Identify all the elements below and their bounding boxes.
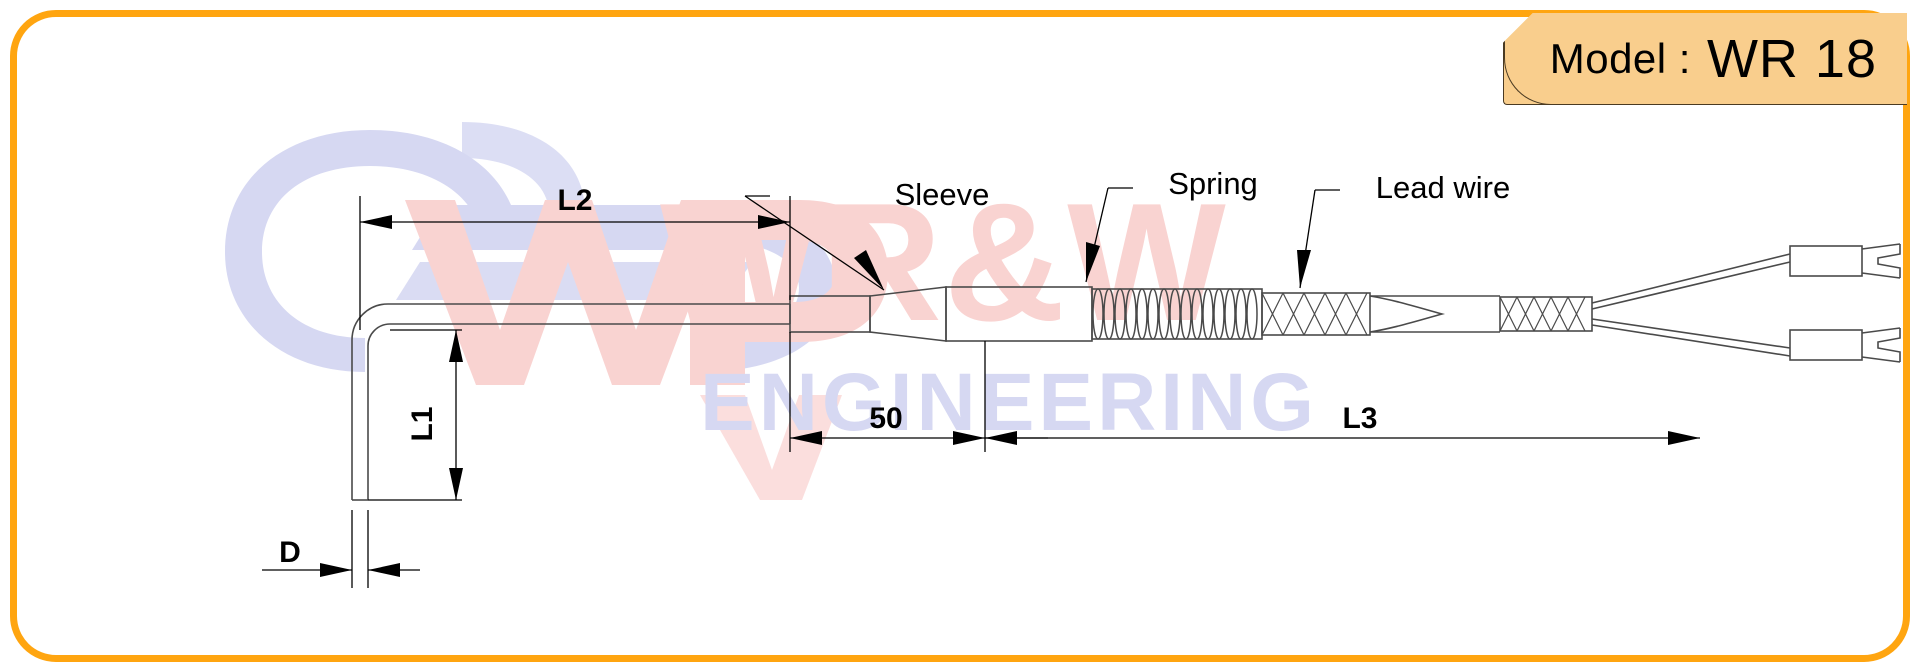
callout-lead-wire bbox=[1297, 189, 1340, 289]
terminal-lower bbox=[1789, 327, 1901, 363]
watermark-logomark bbox=[405, 200, 888, 500]
model-value: WR 18 bbox=[1706, 28, 1877, 89]
arrowhead-spring bbox=[1086, 242, 1100, 282]
callout-sleeve bbox=[744, 195, 885, 291]
dimension-d bbox=[262, 510, 420, 588]
dimension-label-50: 50 bbox=[869, 402, 902, 435]
braid-section-front bbox=[1261, 292, 1371, 336]
callout-spring bbox=[1085, 187, 1133, 283]
arrowhead-left bbox=[790, 431, 822, 445]
callout-label-spring: Spring bbox=[1168, 166, 1258, 201]
arrowhead-lead-wire bbox=[1297, 250, 1311, 288]
terminal-wires bbox=[1591, 253, 1791, 357]
dimension-label-l2: L2 bbox=[557, 184, 592, 217]
arrowhead-sleeve bbox=[854, 250, 884, 290]
callout-label-sleeve: Sleeve bbox=[895, 177, 990, 212]
arrowhead-right bbox=[368, 563, 400, 577]
watermark-group: WR&W ENGINEERING bbox=[225, 122, 1318, 500]
callout-label-lead-wire: Lead wire bbox=[1376, 170, 1510, 205]
terminal-upper bbox=[1789, 243, 1901, 279]
dimension-l2 bbox=[359, 196, 791, 330]
dimension-label-l1: L1 bbox=[406, 406, 439, 441]
arrowhead-top bbox=[449, 330, 463, 362]
watermark-subtitle: ENGINEERING bbox=[700, 357, 1318, 448]
product-outline bbox=[351, 243, 1901, 501]
arrowhead-right bbox=[758, 215, 790, 229]
probe-stem bbox=[351, 303, 790, 501]
braid-section-rear bbox=[1499, 296, 1593, 332]
model-label: Model : bbox=[1549, 34, 1691, 82]
arrowhead-left bbox=[320, 563, 352, 577]
arrowhead-left bbox=[360, 215, 392, 229]
watermark-subtitle-text: ENGINEERING bbox=[700, 357, 1318, 448]
dimension-l1 bbox=[368, 329, 463, 501]
dimension-label-l3: L3 bbox=[1342, 402, 1377, 435]
dimension-label-d: D bbox=[279, 536, 301, 569]
arrowhead-right bbox=[953, 431, 985, 445]
dimension-l3 bbox=[985, 431, 1700, 445]
cable-midsection bbox=[1369, 295, 1500, 333]
model-banner: Model : WR 18 bbox=[1502, 13, 1907, 105]
arrowhead-bottom bbox=[449, 468, 463, 500]
arrowhead-right bbox=[1668, 431, 1700, 445]
